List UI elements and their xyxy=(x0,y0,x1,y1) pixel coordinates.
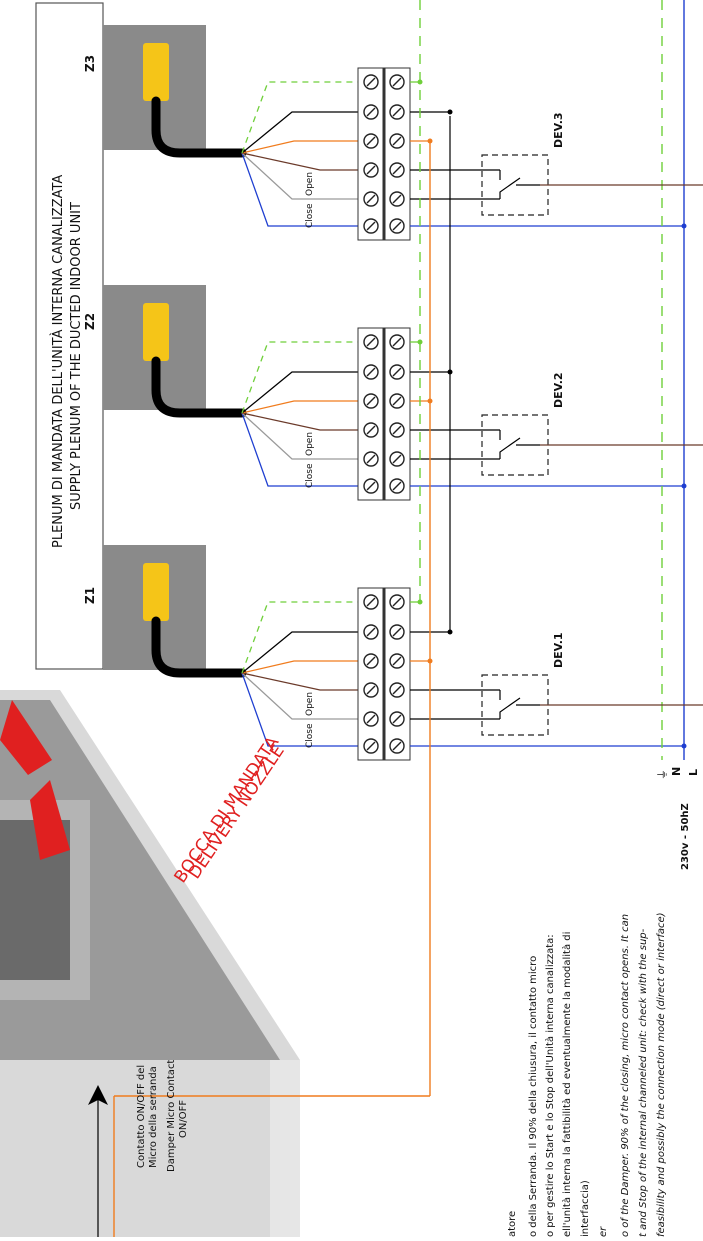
open-wire-label: Open xyxy=(305,432,315,456)
fanout-z1: Close Open xyxy=(241,601,360,748)
plenum-title-en: SUPPLY PLENUM OF THE DUCTED INDOOR UNIT xyxy=(69,202,84,510)
terminal-block-z2 xyxy=(357,327,687,501)
device-switch-2: DEV.2 xyxy=(481,372,703,476)
terminal-block-z1 xyxy=(357,587,687,761)
note-it-line: interfaccia) xyxy=(580,1180,591,1237)
power-earth-symbol: ⏚ xyxy=(656,769,669,780)
note-it-line: o della Serranda. Il 90% della chiusura,… xyxy=(528,956,539,1237)
device-label: DEV.2 xyxy=(552,372,565,408)
indoor-unit-image xyxy=(0,690,300,1237)
power-neutral-label: N xyxy=(670,767,683,776)
device-label: DEV.3 xyxy=(552,112,565,148)
note-en-line: t and Stop of the internal channeled uni… xyxy=(638,928,649,1237)
device-label: DEV.1 xyxy=(552,632,565,668)
notes-italian: atore o della Serranda. Il 90% della chiu… xyxy=(507,932,591,1237)
zone-label-z3: Z3 xyxy=(83,55,97,72)
note-en-line: er xyxy=(598,1226,609,1237)
notes-english: er o of the Damper. 90% of the closing, m… xyxy=(598,912,667,1237)
power-line-label: L xyxy=(687,769,700,776)
open-wire-label: Open xyxy=(305,172,315,196)
note-it-line: o per gestire lo Start e lo Stop dell'Un… xyxy=(544,934,556,1237)
contact-label-en-1: Damper Micro Contact xyxy=(166,1060,177,1172)
note-en-line: feasibility and possibly the connection … xyxy=(656,912,667,1237)
note-it-line: ell'unità interna la fattibilità ed even… xyxy=(561,932,573,1237)
contact-label-en-2: ON/OFF xyxy=(178,1100,189,1138)
open-wire-label: Open xyxy=(305,692,315,716)
device-switch-1: DEV.1 xyxy=(481,632,703,736)
actuator-z2 xyxy=(143,303,247,418)
close-wire-label: Close xyxy=(305,203,315,228)
contact-label-it-1: Contatto ON/OFF del xyxy=(136,1065,147,1168)
terminal-block-z3 xyxy=(357,67,687,241)
note-it-line: atore xyxy=(507,1211,518,1237)
power-voltage-label: 230v - 50hZ xyxy=(680,803,691,870)
zone-label-z2: Z2 xyxy=(83,313,97,330)
nozzle-label-en: DELIVERY NOZZLE xyxy=(185,742,289,883)
actuator-z1 xyxy=(143,563,247,678)
note-en-line: o of the Damper. 90% of the closing, mic… xyxy=(620,914,631,1237)
fanout-z2: Close Open xyxy=(241,341,360,488)
actuator-z3 xyxy=(143,43,247,158)
close-wire-label: Close xyxy=(305,463,315,488)
close-wire-label: Close xyxy=(305,723,315,748)
plenum-title-it: PLENUM DI MANDATA DELL'UNITÀ INTERNA CAN… xyxy=(50,175,66,548)
fanout-z3: Close Open xyxy=(241,81,360,228)
zone-label-z1: Z1 xyxy=(83,587,97,604)
contact-label-it-2: Micro della serranda xyxy=(148,1066,159,1168)
device-switch-3: DEV.3 xyxy=(481,112,703,216)
